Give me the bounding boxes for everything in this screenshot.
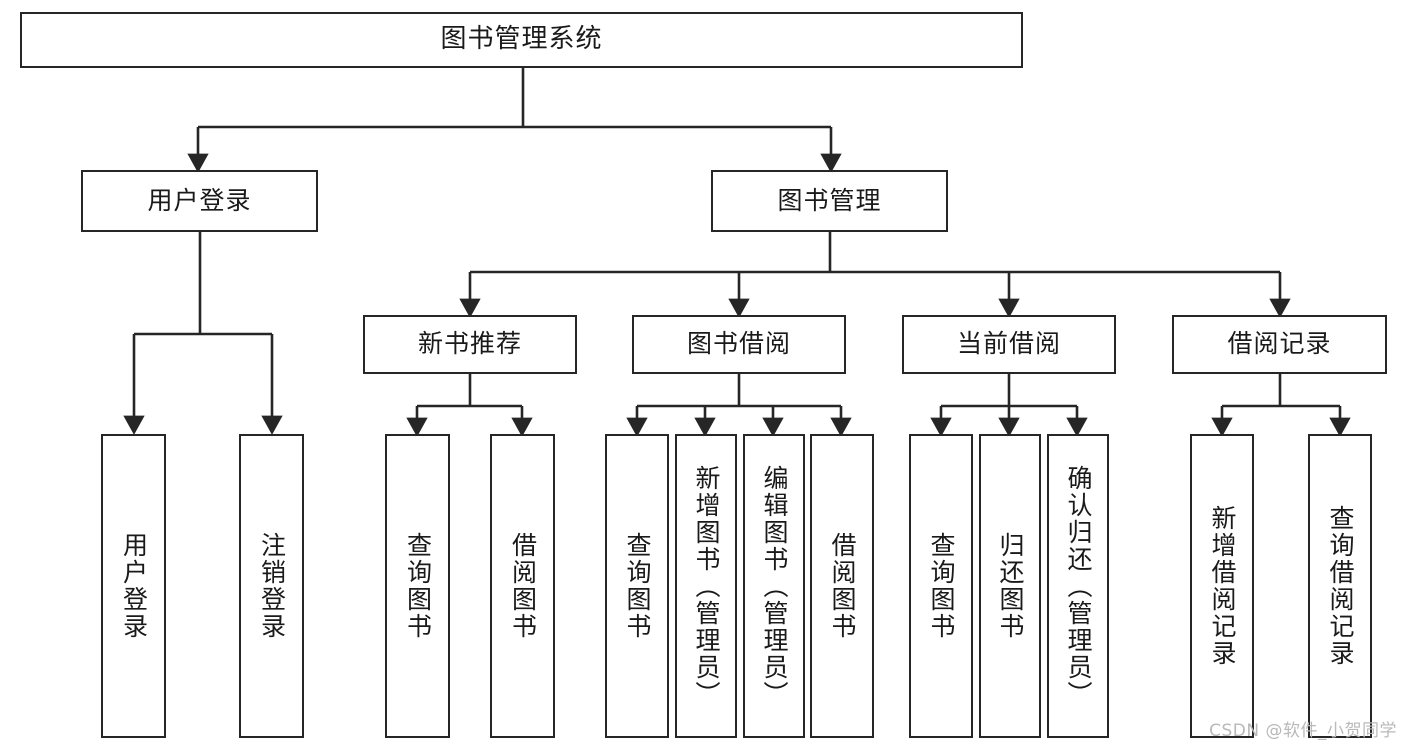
watermark-text: CSDN @软件_小贺同学 (1209, 721, 1397, 741)
node-leaf-borrow-book-recommend[interactable]: 借阅图书 (490, 434, 555, 738)
node-label: 新书推荐 (417, 329, 522, 359)
node-leaf-logout[interactable]: 注销登录 (239, 434, 304, 738)
node-label: 借阅记录 (1227, 329, 1332, 359)
node-label: 新增图书（管理员） (692, 464, 721, 708)
node-leaf-query-book-borrow[interactable]: 查询图书 (605, 434, 669, 738)
node-leaf-add-borrow-record[interactable]: 新增借阅记录 (1190, 434, 1254, 738)
node-book-management[interactable]: 图书管理 (711, 170, 948, 232)
node-label: 图书管理 (777, 185, 882, 215)
node-label: 借阅图书 (508, 532, 538, 640)
node-label: 查询借阅记录 (1326, 505, 1355, 667)
node-current-borrow[interactable]: 当前借阅 (902, 315, 1116, 374)
node-leaf-add-book-admin[interactable]: 新增图书（管理员） (675, 434, 737, 738)
node-book-borrow[interactable]: 图书借阅 (632, 315, 846, 374)
node-label: 查询图书 (927, 532, 956, 640)
node-new-book-recommend[interactable]: 新书推荐 (363, 315, 577, 374)
node-leaf-query-book-recommend[interactable]: 查询图书 (385, 434, 450, 738)
node-leaf-query-book-current[interactable]: 查询图书 (909, 434, 973, 738)
node-leaf-return-book[interactable]: 归还图书 (979, 434, 1041, 738)
node-label: 借阅图书 (828, 532, 857, 640)
node-label: 编辑图书（管理员） (760, 464, 789, 708)
node-label: 图书管理系统 (440, 24, 603, 55)
node-leaf-user-login[interactable]: 用户登录 (101, 434, 166, 738)
node-leaf-confirm-return-admin[interactable]: 确认归还（管理员） (1047, 434, 1109, 738)
node-label: 查询图书 (623, 532, 652, 640)
node-label: 用户登录 (147, 185, 252, 215)
node-label: 图书借阅 (686, 329, 791, 359)
node-leaf-borrow-book[interactable]: 借阅图书 (810, 434, 874, 738)
node-borrow-record[interactable]: 借阅记录 (1172, 315, 1387, 374)
node-label: 新增借阅记录 (1208, 505, 1237, 667)
node-label: 用户登录 (119, 532, 149, 640)
node-label: 当前借阅 (956, 329, 1061, 359)
node-root-book-management-system[interactable]: 图书管理系统 (20, 12, 1023, 68)
node-label: 查询图书 (403, 532, 433, 640)
node-leaf-query-borrow-record[interactable]: 查询借阅记录 (1308, 434, 1372, 738)
node-label: 注销登录 (257, 532, 287, 640)
node-label: 确认归还（管理员） (1064, 464, 1093, 708)
node-label: 归还图书 (996, 532, 1025, 640)
node-user-login[interactable]: 用户登录 (81, 170, 318, 232)
node-leaf-edit-book-admin[interactable]: 编辑图书（管理员） (743, 434, 805, 738)
